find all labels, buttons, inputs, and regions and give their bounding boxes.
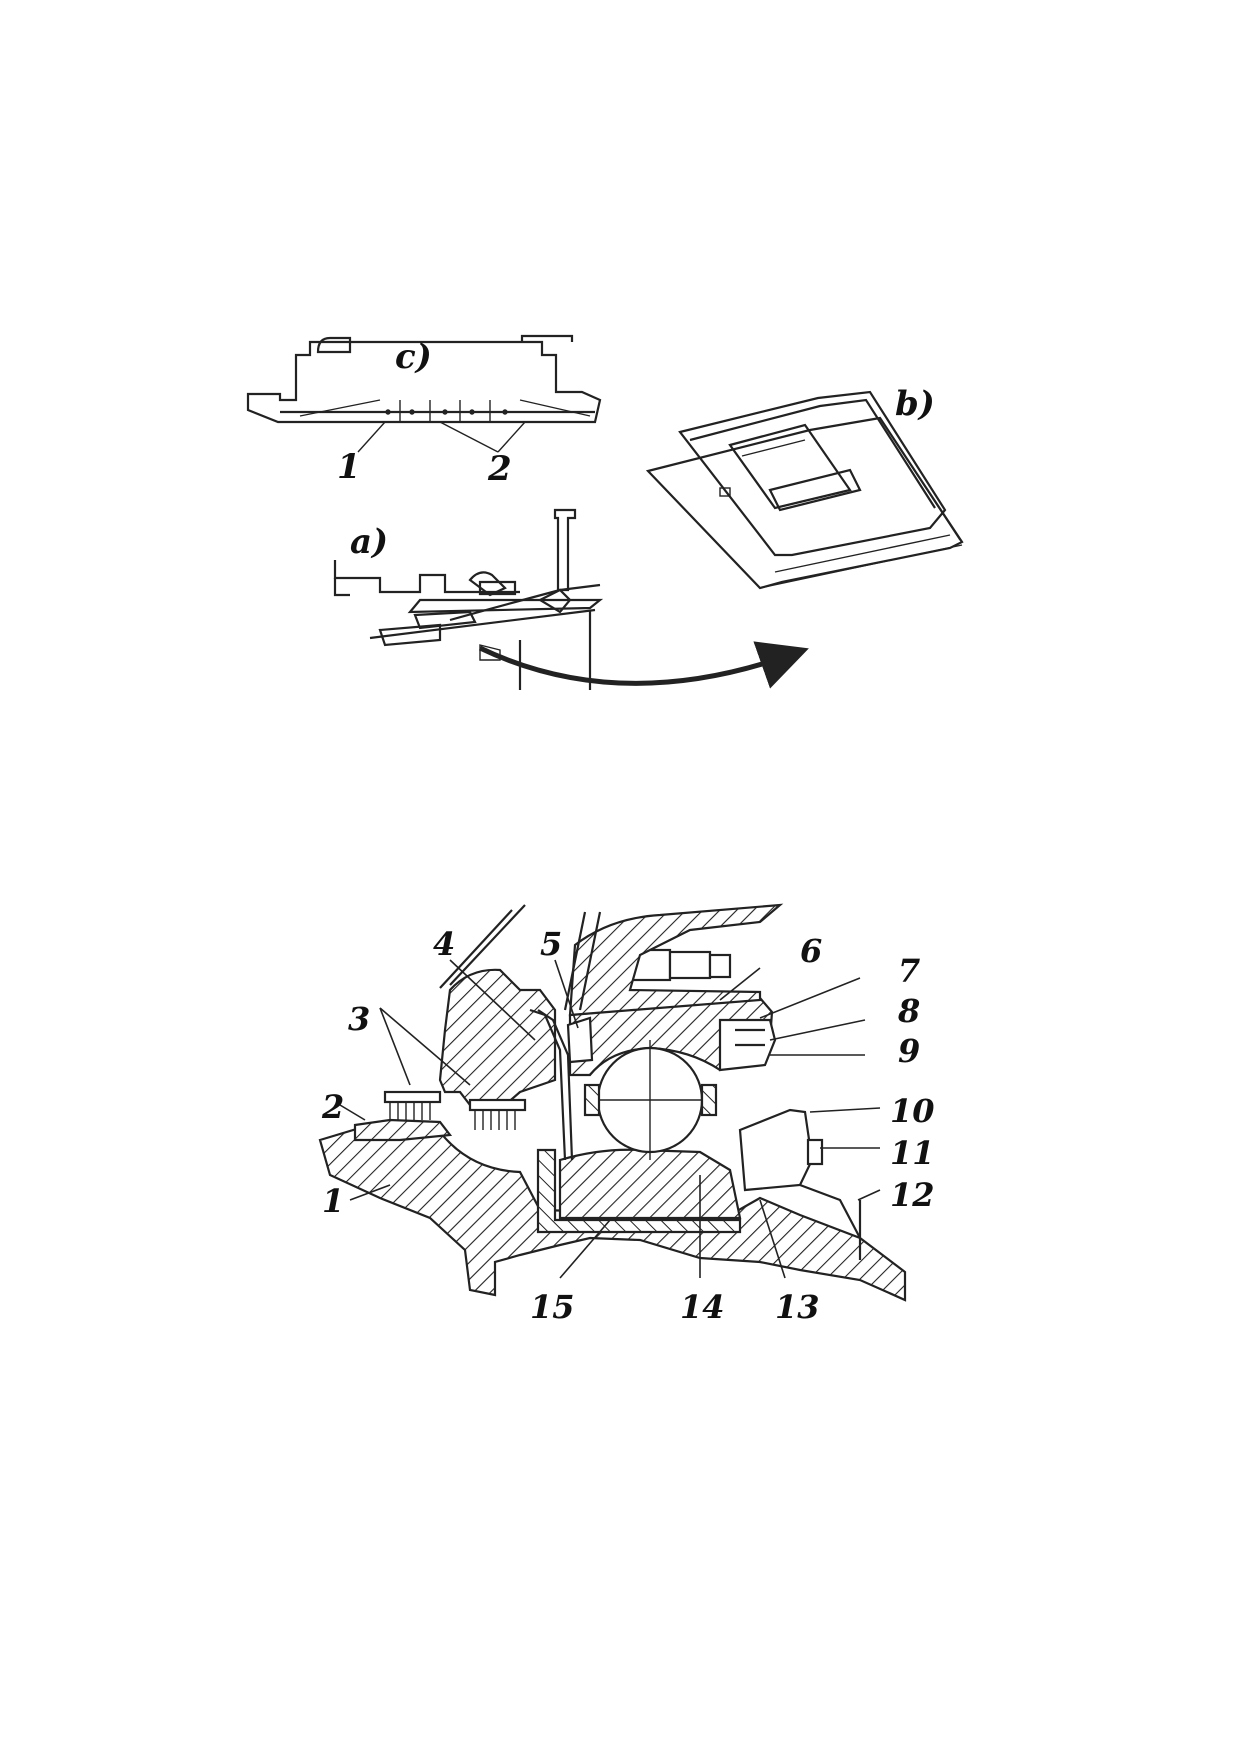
callout-1: 1	[322, 1182, 344, 1220]
panel-label-a: a)	[350, 522, 388, 562]
cage-right	[700, 1083, 718, 1117]
callout-14: 14	[680, 1288, 725, 1326]
cage-left	[583, 1083, 601, 1117]
callout-8: 8	[897, 992, 920, 1030]
leader-lines	[339, 959, 881, 1279]
callout-10: 10	[890, 1092, 935, 1130]
callout-7: 7	[898, 952, 920, 990]
callout-11: 11	[890, 1134, 935, 1172]
callout-2: 2	[321, 1088, 344, 1126]
callout-c2: 2	[487, 449, 512, 489]
callout-c1: 1	[337, 447, 361, 487]
bottom-figure-bearing-assembly: 1 2 3 4 5 6 7 8 9 10 11 12 13 14 15	[318, 903, 935, 1326]
callout-15: 15	[530, 1288, 575, 1326]
upper-casing	[568, 903, 784, 1017]
labyrinth-teeth	[383, 1090, 527, 1130]
transition-arrow	[478, 641, 809, 689]
callout-5: 5	[540, 925, 562, 963]
panel-label-b: b)	[895, 384, 935, 424]
callout-4: 4	[433, 925, 455, 963]
part-10-11-cover	[738, 1108, 814, 1192]
panel-b-liner-panel-3d	[645, 390, 964, 590]
part-4-baffle	[529, 1008, 567, 1161]
part-14-inner-race	[558, 1148, 742, 1220]
panel-c-liner-section	[246, 334, 602, 453]
callout-9: 9	[898, 1032, 920, 1070]
panel-label-c: c)	[395, 337, 432, 377]
callout-6: 6	[800, 932, 822, 970]
part-15-sleeve	[536, 1148, 742, 1234]
top-figure: c) 1 2 b)	[246, 334, 964, 690]
part-5-seal-ring	[566, 1016, 594, 1064]
part-3-labyrinth-housing	[438, 968, 557, 1107]
callout-3: 3	[348, 1000, 370, 1038]
callout-12: 12	[890, 1176, 935, 1214]
panel-a-combustor-schematic	[333, 508, 604, 690]
part-2-seal	[353, 1118, 453, 1142]
callout-13: 13	[775, 1288, 820, 1326]
